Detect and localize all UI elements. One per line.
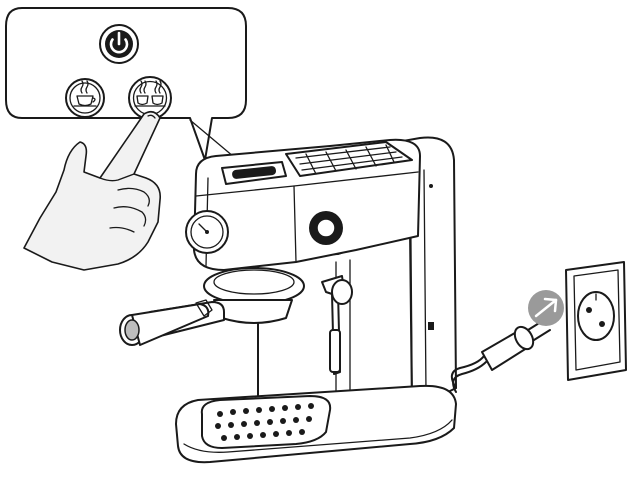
espresso-machine xyxy=(119,136,457,464)
brew-group xyxy=(203,267,305,324)
wall-socket xyxy=(565,261,627,381)
single-cup-icon xyxy=(73,80,97,107)
control-panel-callout xyxy=(5,7,247,163)
drip-tray-grate xyxy=(200,395,332,449)
steam-knob[interactable] xyxy=(309,211,343,245)
hand-pressing-button xyxy=(23,110,162,271)
single-cup-button[interactable] xyxy=(65,78,105,118)
pressure-gauge xyxy=(185,210,229,254)
arrow-right-icon xyxy=(528,290,564,326)
power-button[interactable] xyxy=(99,24,139,64)
portafilter[interactable] xyxy=(119,299,225,346)
power-cord-and-plug xyxy=(450,319,551,393)
double-cup-icon xyxy=(134,80,166,107)
drip-tray-holes xyxy=(215,403,314,441)
top-control-panel xyxy=(221,161,287,185)
cup-warmer-grid xyxy=(285,141,413,177)
power-icon xyxy=(109,31,129,54)
steam-wand xyxy=(321,275,353,375)
